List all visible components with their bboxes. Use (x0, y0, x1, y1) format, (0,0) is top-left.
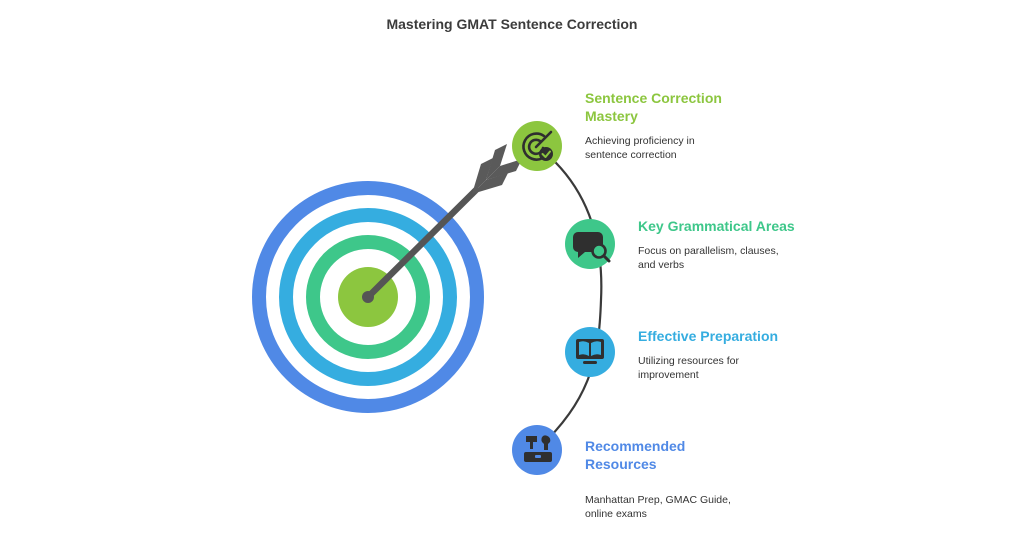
arrow-fletch-c (486, 144, 507, 180)
step-recommended-resources: Recommended Resources Manhattan Prep, GM… (585, 437, 755, 521)
step-description: Focus on parallelism, clauses, and verbs (638, 245, 779, 271)
step-title: Recommended Resources (585, 438, 686, 472)
step-description: Manhattan Prep, GMAC Guide, online exams (585, 494, 731, 520)
arrow-fletch-b (472, 173, 508, 194)
timeline-arc (536, 145, 603, 451)
arrow (362, 144, 522, 303)
open-book-icon (565, 327, 615, 377)
step-description: Achieving proficiency in sentence correc… (585, 135, 695, 161)
target (252, 181, 484, 413)
step-title: Sentence Correction Mastery (585, 90, 722, 124)
target-ring-outer (252, 181, 484, 413)
step-sentence-correction-mastery: Sentence Correction Mastery Achieving pr… (585, 89, 755, 162)
target-check-icon (512, 121, 562, 171)
step-effective-preparation: Effective Preparation Utilizing resource… (638, 327, 808, 382)
tools-icon (512, 425, 562, 475)
speech-magnifier-icon (565, 219, 615, 269)
step-description: Utilizing resources for improvement (638, 355, 739, 381)
step-title: Key Grammatical Areas (638, 218, 795, 234)
arrow-fletch-a (472, 158, 493, 194)
page-title: Mastering GMAT Sentence Correction (386, 16, 638, 32)
arrow-fletch-d (486, 159, 522, 180)
step-title: Effective Preparation (638, 328, 779, 344)
target-ring-third (306, 235, 430, 359)
target-ring-second (279, 208, 457, 386)
step-key-grammatical-areas: Key Grammatical Areas Focus on paralleli… (638, 217, 813, 272)
